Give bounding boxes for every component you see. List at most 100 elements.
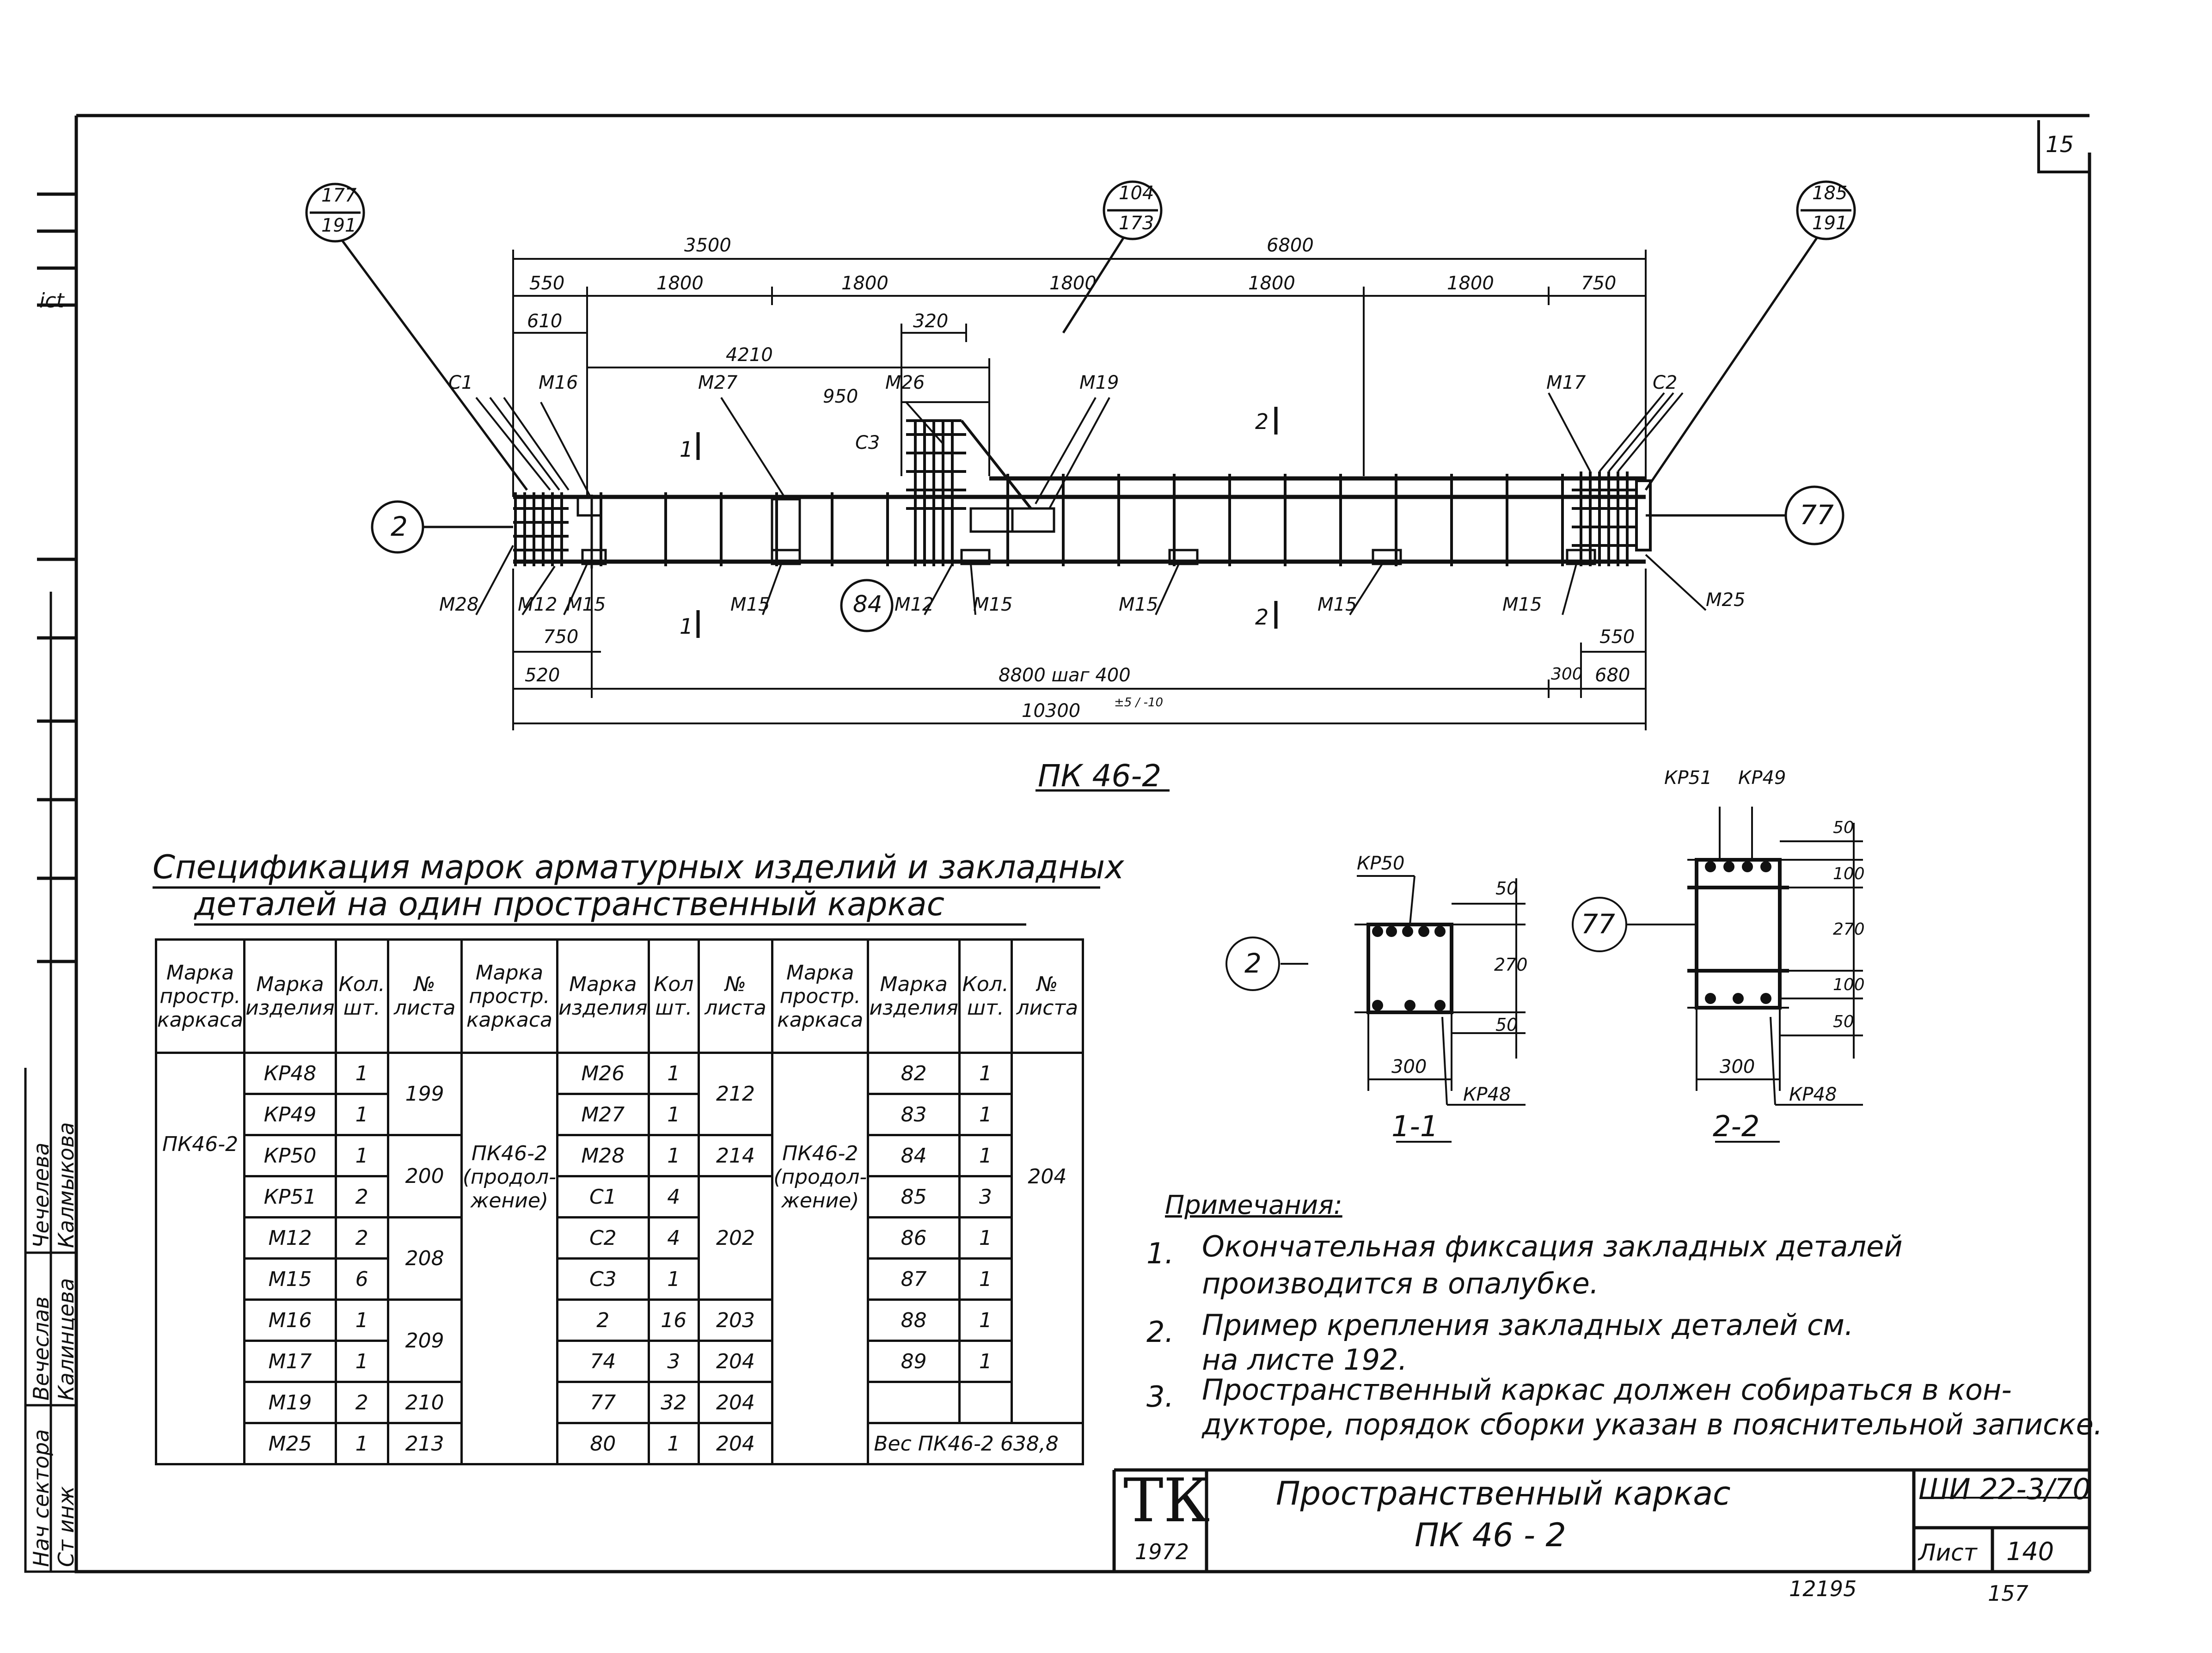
spec-title-line2: деталей на один пространственный каркас [194, 885, 945, 923]
s22-dim-h: 300 [1720, 1056, 1755, 1078]
c1-qty-1: 1 [334, 1093, 389, 1136]
label-m25: M25 [1706, 589, 1746, 611]
c1-sheet-e: 210 [386, 1381, 463, 1424]
c3-item-4: 86 [867, 1216, 961, 1260]
c1-qty-7: 1 [334, 1340, 389, 1383]
c3-item-0: 82 [867, 1052, 961, 1095]
c1-item-4: М12 [243, 1216, 337, 1260]
c3-item-1: 83 [867, 1093, 961, 1136]
c1-sheet-a: 199 [386, 1052, 463, 1136]
th-frame-2: Марка простр. каркаса [460, 938, 558, 1054]
c2-item-3: С1 [556, 1175, 650, 1218]
s22-dim-v-2: 270 [1833, 920, 1865, 939]
label-c1: C1 [448, 372, 473, 393]
block-code: ШИ 22-3/70 [1918, 1472, 2091, 1506]
c1-item-6: М16 [243, 1298, 337, 1342]
c3-qty-2: 1 [958, 1134, 1013, 1177]
dim-1800-c: 1800 [1049, 273, 1097, 294]
dim-750-bottom: 750 [543, 626, 579, 648]
dim-550: 550 [529, 273, 565, 294]
label-m15-b: M15 [730, 594, 770, 615]
c2-item-7: 74 [556, 1340, 650, 1383]
c3-sheet: 204 [1010, 1052, 1085, 1424]
label-m26: M26 [885, 372, 925, 393]
label-m12-a: M12 [518, 594, 558, 615]
c2-qty-7: 3 [647, 1340, 700, 1383]
c1-item-9: М25 [243, 1422, 337, 1465]
label-m28: M28 [439, 594, 479, 615]
note-1-line2: производится в опалубке. [1202, 1267, 1599, 1300]
c2-qty-5: 1 [647, 1257, 700, 1301]
callout-right-den: 191 [1812, 213, 1848, 234]
s11-dim-v-0: 50 [1495, 878, 1518, 899]
label-m19: M19 [1079, 372, 1119, 393]
c1-qty-2: 1 [334, 1134, 389, 1177]
spec-title-line1: Спецификация марок арматурных изделий и … [153, 848, 1124, 886]
main-view-title: ПК 46-2 [1038, 758, 1162, 794]
th-sheet-2: № листа [697, 938, 774, 1054]
c3-item-5: 87 [867, 1257, 961, 1301]
label-c3: C3 [855, 432, 880, 453]
dim-610: 610 [527, 311, 563, 332]
spec-table: Марка простр. каркаса Марка изделия Кол.… [154, 938, 1085, 1465]
c3-item-7: 89 [867, 1340, 961, 1383]
note-1-num: 1. [1146, 1237, 1174, 1270]
callout-left-num: 177 [321, 185, 357, 206]
c2-qty-9: 1 [647, 1422, 700, 1465]
c2-qty-4: 4 [647, 1216, 700, 1260]
s22-dim-v-0: 50 [1833, 818, 1854, 837]
c1-item-5: М15 [243, 1257, 337, 1301]
dim-550-bottom: 550 [1599, 626, 1635, 648]
c2-sheet-b: 214 [697, 1134, 774, 1177]
dim-950: 950 [823, 386, 858, 407]
c2-qty-2: 1 [647, 1134, 700, 1177]
c1-qty-5: 6 [334, 1257, 389, 1301]
c3-item-3: 85 [867, 1175, 961, 1218]
s22-label-top2: КР49 [1738, 767, 1786, 789]
s22-node: 77 [1581, 908, 1615, 940]
s22-dim-v-4: 50 [1833, 1012, 1854, 1031]
c2-sheet-d: 203 [697, 1298, 774, 1342]
c3-qty-1: 1 [958, 1093, 1013, 1136]
dim-1800-a: 1800 [656, 273, 704, 294]
th-qty-2: Кол шт. [647, 938, 700, 1054]
callout-mid-num: 104 [1119, 183, 1154, 204]
sheet-number: 140 [2006, 1537, 2054, 1566]
c2-item-5: С3 [556, 1257, 650, 1301]
note-2-line1: Пример крепления закладных деталей см. [1202, 1308, 1854, 1342]
name-1: Чечелева [29, 1142, 54, 1248]
c3-qty-5: 1 [958, 1257, 1013, 1301]
c2-item-0: М26 [556, 1052, 650, 1095]
s11-dim-h: 300 [1391, 1056, 1427, 1078]
sheet-label: Лист [1918, 1539, 1977, 1566]
weight-cell: Вес ПК46-2 638,8 [867, 1422, 1084, 1465]
label-m15-f: M15 [1502, 594, 1542, 615]
label-m15-c: M15 [973, 594, 1013, 615]
s11-node: 2 [1244, 948, 1262, 979]
section-mark-2-top: 2 [1255, 409, 1269, 434]
node-right-label: 77 [1800, 499, 1834, 531]
node-left-label: 2 [391, 511, 408, 542]
c2-item-4: С2 [556, 1216, 650, 1260]
name-2: Калмыкова [54, 1122, 79, 1249]
s22-dim-v-3: 100 [1833, 975, 1865, 994]
dim-4210: 4210 [726, 344, 773, 366]
c1-item-8: М19 [243, 1381, 337, 1424]
c1-sheet-d: 209 [386, 1298, 463, 1383]
c1-item-3: КР51 [243, 1175, 337, 1218]
label-m15-a: M15 [566, 594, 606, 615]
c2-sheet-g: 204 [697, 1422, 774, 1465]
s22-dim-v-1: 100 [1833, 864, 1865, 883]
sheet-corner-number: 15 [2046, 132, 2074, 158]
c3-item-6: 88 [867, 1298, 961, 1342]
role-senior-engineer: Ст инж [54, 1486, 79, 1567]
c1-item-0: КР48 [243, 1052, 337, 1095]
c2-qty-3: 4 [647, 1175, 700, 1218]
section-mark-1-top: 1 [680, 437, 693, 462]
note-3-line1: Пространственный каркас должен собиратьс… [1202, 1373, 2012, 1407]
note-1-line1: Окончательная фиксация закладных деталей [1202, 1230, 1903, 1263]
th-item-1: Марка изделия [243, 938, 337, 1054]
th-frame-1: Марка простр. каркаса [154, 938, 246, 1054]
callout-left-den: 191 [321, 215, 357, 236]
